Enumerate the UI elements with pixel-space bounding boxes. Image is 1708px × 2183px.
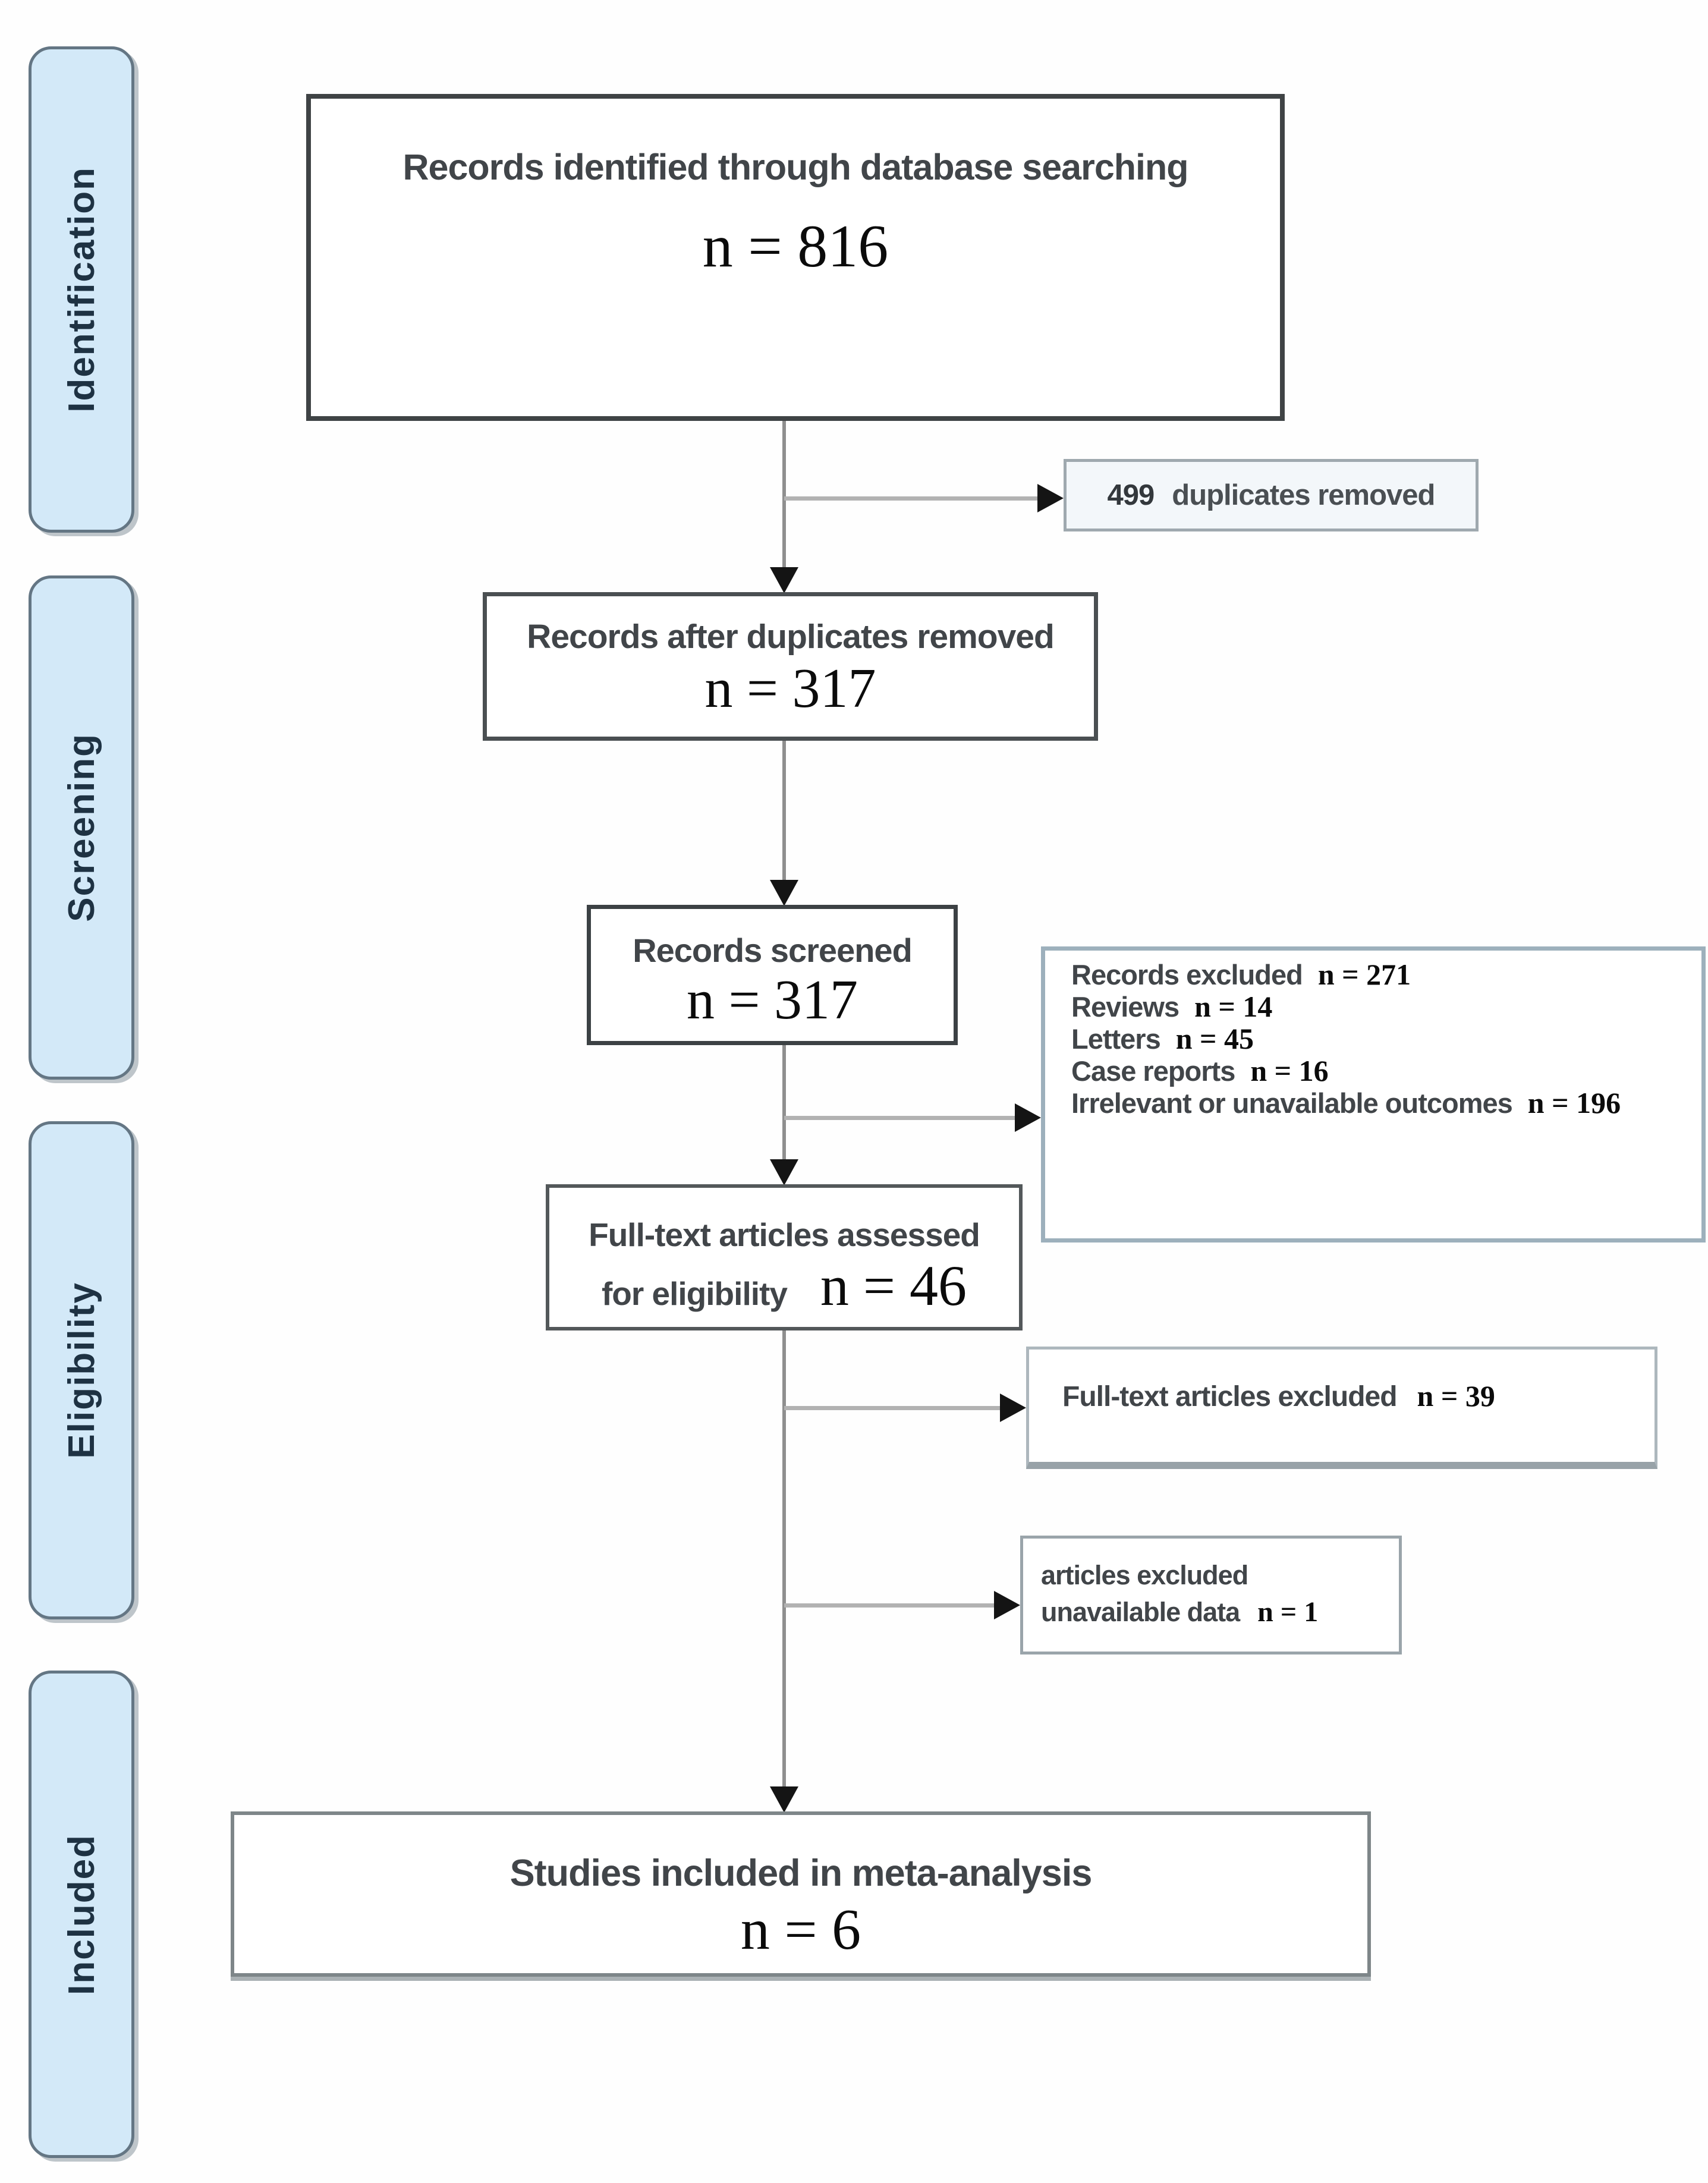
stage-identification: Identification bbox=[29, 46, 134, 533]
connector-afterdup-to-screened bbox=[782, 741, 786, 880]
articles-excluded-line2: unavailable data bbox=[1041, 1597, 1240, 1627]
records-excluded-line5-n: n = 196 bbox=[1527, 1086, 1621, 1120]
node-fulltext-excluded: Full-text articles excluded n = 39 bbox=[1026, 1347, 1657, 1469]
records-excluded-line1-text: Records excluded bbox=[1071, 959, 1303, 990]
after-duplicates-n: n = 317 bbox=[704, 657, 876, 719]
stage-eligibility: Eligibility bbox=[29, 1121, 134, 1619]
duplicates-count: 499 bbox=[1107, 479, 1155, 511]
stage-eligibility-label: Eligibility bbox=[61, 1282, 102, 1459]
stage-included-label: Included bbox=[61, 1833, 102, 1995]
node-studies-included: Studies included in meta-analysis n = 6 bbox=[231, 1811, 1371, 1977]
node-duplicates-removed: 499 duplicates removed bbox=[1064, 459, 1479, 531]
records-excluded-line3-text: Letters bbox=[1071, 1023, 1161, 1055]
records-screened-label: Records screened bbox=[633, 932, 913, 969]
arrowhead-right-records-excluded bbox=[1015, 1103, 1041, 1132]
connector-identified-to-afterdup bbox=[782, 421, 786, 567]
stage-included: Included bbox=[29, 1671, 134, 2158]
arrowhead-right-articles-excluded bbox=[994, 1591, 1020, 1619]
records-identified-label: Records identified through database sear… bbox=[402, 147, 1189, 187]
records-identified-n: n = 816 bbox=[702, 213, 889, 281]
duplicates-label: duplicates removed bbox=[1172, 479, 1435, 511]
stage-identification-label: Identification bbox=[61, 166, 102, 413]
connector-fulltext-to-included bbox=[782, 1330, 786, 1786]
articles-excluded-n: n = 1 bbox=[1257, 1596, 1319, 1628]
arrowhead-down-3 bbox=[770, 1159, 798, 1185]
records-excluded-line2-text: Reviews bbox=[1071, 991, 1179, 1023]
after-duplicates-label: Records after duplicates removed bbox=[527, 618, 1055, 656]
fulltext-assessed-line1: Full-text articles assessed bbox=[589, 1216, 980, 1253]
connector-screened-to-fulltext bbox=[782, 1045, 786, 1159]
arrowhead-down-2 bbox=[770, 880, 798, 906]
connector-branch-fulltext-excluded bbox=[784, 1406, 1000, 1410]
connector-branch-duplicates bbox=[784, 496, 1037, 501]
studies-included-label: Studies included in meta-analysis bbox=[509, 1852, 1093, 1894]
stage-screening-label: Screening bbox=[61, 733, 102, 922]
articles-excluded-line1: articles excluded bbox=[1041, 1560, 1248, 1590]
node-fulltext-assessed: Full-text articles assessed for eligibil… bbox=[546, 1184, 1023, 1330]
records-excluded-line5-text: Irrelevant or unavailable outcomes bbox=[1071, 1087, 1513, 1119]
fulltext-assessed-line2: for eligibility bbox=[601, 1275, 788, 1313]
arrowhead-down-1 bbox=[770, 567, 798, 593]
arrowhead-down-4 bbox=[770, 1786, 798, 1813]
node-records-screened: Records screened n = 317 bbox=[587, 905, 958, 1045]
studies-included-n: n = 6 bbox=[740, 1898, 861, 1962]
records-excluded-line1-n: n = 271 bbox=[1317, 958, 1411, 991]
node-records-excluded: Records excluded n = 271 Reviews n = 14 … bbox=[1041, 946, 1706, 1243]
arrowhead-right-duplicates bbox=[1037, 484, 1064, 512]
records-excluded-line3-n: n = 45 bbox=[1175, 1022, 1254, 1056]
fulltext-excluded-n: n = 39 bbox=[1417, 1379, 1495, 1413]
records-excluded-line2-n: n = 14 bbox=[1194, 990, 1273, 1024]
records-screened-n: n = 317 bbox=[686, 969, 858, 1031]
node-articles-excluded: articles excluded unavailable data n = 1 bbox=[1020, 1536, 1402, 1654]
arrowhead-right-fulltext-excluded bbox=[1000, 1394, 1026, 1422]
connector-branch-articles-excluded bbox=[784, 1603, 994, 1608]
records-excluded-line4-text: Case reports bbox=[1071, 1055, 1235, 1087]
fulltext-assessed-n: n = 46 bbox=[820, 1254, 967, 1318]
fulltext-excluded-label: Full-text articles excluded bbox=[1062, 1381, 1398, 1413]
node-records-identified: Records identified through database sear… bbox=[306, 94, 1285, 421]
node-after-duplicates: Records after duplicates removed n = 317 bbox=[483, 592, 1098, 741]
connector-branch-records-excluded bbox=[784, 1116, 1015, 1120]
records-excluded-line4-n: n = 16 bbox=[1250, 1054, 1329, 1088]
stage-screening: Screening bbox=[29, 575, 134, 1080]
